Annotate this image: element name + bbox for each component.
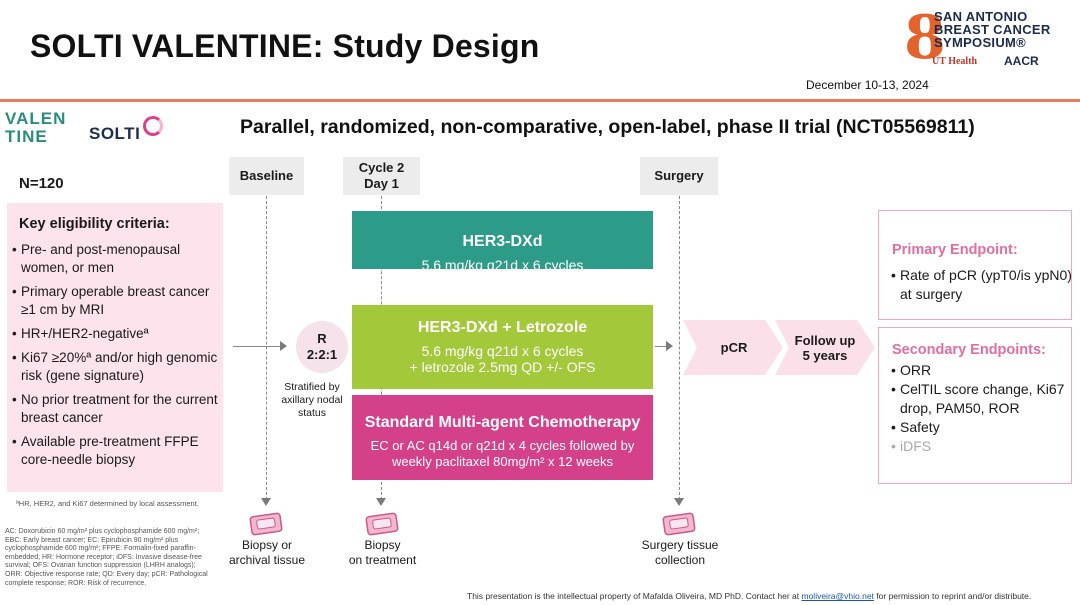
eligibility-item: Primary operable breast cancer ≥1 cm by … <box>12 283 219 319</box>
eligibility-footnote: ªHR, HER2, and Ki67 determined by local … <box>16 499 199 508</box>
eligibility-box: Key eligibility criteria: Pre- and post-… <box>7 203 223 492</box>
sample-size: N=120 <box>19 175 64 192</box>
solti-logo: SOLTI <box>89 124 141 143</box>
disclaimer-text: This presentation is the intellectual pr… <box>467 591 802 601</box>
arm-her3dxd-letrozole: HER3-DXd + Letrozole 5.6 mg/kg q21d x 6 … <box>352 305 653 389</box>
primary-endpoint-heading: Primary Endpoint: <box>892 242 1018 258</box>
arrow-line <box>655 346 667 347</box>
arm-regimen-line1: EC or AC q14d or q21d x 4 cycles followe… <box>370 438 635 453</box>
header-divider <box>0 99 1080 102</box>
baseline-sample-line2: archival tissue <box>228 553 306 567</box>
eligibility-item: Ki67 ≥20%ª and/or high genomic risk (gen… <box>12 349 219 385</box>
eligibility-heading: Key eligibility criteria: <box>19 216 170 232</box>
arm-regimen-line2: + letrozole 2.5mg QD +/- OFS <box>409 359 596 375</box>
tissue-sample-icon <box>249 512 283 536</box>
timepoint-baseline: Baseline <box>229 157 304 195</box>
arrow-down-icon <box>376 498 386 506</box>
sabcs-line3: SYMPOSIUM® <box>934 35 1027 50</box>
tissue-sample-icon <box>365 512 399 536</box>
secondary-endpoints-box: Secondary Endpoints: ORR CelTIL score ch… <box>878 327 1072 484</box>
arrow-down-icon <box>261 498 271 506</box>
arm-her3dxd: HER3-DXd 5.6 mg/kg q21d x 6 cycles <box>352 211 653 273</box>
arm-regimen: EC or AC q14d or q21d x 4 cycles followe… <box>352 438 653 469</box>
solti-ring-icon <box>143 116 163 136</box>
conference-dates: December 10-13, 2024 <box>806 78 929 92</box>
timepoint-cycle2-line2: Day 1 <box>364 176 399 191</box>
followup-chevron: Follow up 5 years <box>775 320 875 375</box>
disclaimer-text-end: for permission to reprint and/or distrib… <box>873 591 1032 601</box>
randomization-circle: R 2:2:1 <box>296 321 348 373</box>
arrow-right-icon <box>666 341 673 351</box>
endpoint-item: ORR <box>891 361 1072 380</box>
treatment-sample-line2: on treatment <box>348 553 417 567</box>
arm-name: HER3-DXd <box>462 233 543 250</box>
baseline-sample-line1: Biopsy or <box>241 538 293 552</box>
tissue-sample-icon <box>662 512 696 536</box>
pcr-chevron: pCR <box>683 320 783 375</box>
timepoint-surgery: Surgery <box>640 157 718 195</box>
endpoint-item: Safety <box>891 418 1072 437</box>
disclaimer: This presentation is the intellectual pr… <box>467 591 1031 601</box>
arm-chemotherapy: Standard Multi-agent Chemotherapy EC or … <box>352 395 653 480</box>
arm-regimen-line2: weekly paclitaxel 80mg/m² x 12 weeks <box>391 453 614 469</box>
followup-line1: Follow up <box>794 332 856 348</box>
surgery-timeline <box>679 196 680 500</box>
arrow-down-icon <box>674 498 684 506</box>
secondary-endpoints-list: ORR CelTIL score change, Ki67 drop, PAM5… <box>888 361 1072 456</box>
randomization-ratio: 2:2:1 <box>306 347 338 362</box>
treatment-sample-label: Biopsy on treatment <box>340 538 425 568</box>
secondary-endpoints-heading: Secondary Endpoints: <box>892 342 1046 358</box>
eligibility-item: No prior treatment for the current breas… <box>12 391 219 427</box>
surgery-sample-line2: collection <box>654 553 706 567</box>
surgery-sample-label: Surgery tissue collection <box>630 538 730 568</box>
endpoint-item: CelTIL score change, Ki67 drop, PAM50, R… <box>891 380 1072 418</box>
pcr-label: pCR <box>720 340 748 355</box>
surgery-sample-line1: Surgery tissue <box>641 538 719 552</box>
followup-line2: 5 years <box>802 347 848 363</box>
eligibility-item: Pre- and post-menopausal women, or men <box>12 241 219 277</box>
endpoint-item: Rate of pCR (ypT0/is ypN0) at surgery <box>891 266 1072 304</box>
ut-health-logo: UT Health <box>932 56 978 67</box>
sabcs-line1: SAN ANTONIO <box>934 9 1028 24</box>
eligibility-list: Pre- and post-menopausal women, or men P… <box>9 241 219 475</box>
timepoint-cycle2: Cycle 2 Day 1 <box>343 157 420 195</box>
baseline-timeline <box>266 196 267 500</box>
arrow-line <box>233 346 281 347</box>
sabcs-line2: BREAST CANCER <box>934 22 1051 37</box>
timepoint-cycle2-line1: Cycle 2 <box>358 160 405 175</box>
sabcs-logo: 8 SAN ANTONIO BREAST CANCER SYMPOSIUM® U… <box>904 8 1059 70</box>
slide-title: SOLTI VALENTINE: Study Design <box>30 28 540 64</box>
aacr-logo: AACR <box>1004 54 1039 68</box>
randomization-label: R <box>317 331 327 346</box>
arm-name: HER3-DXd + Letrozole <box>417 319 588 336</box>
endpoint-item: iDFS <box>891 437 1072 456</box>
valentine-logo-line2: TINE <box>5 127 48 146</box>
arm-regimen-line1: 5.6 mg/kg q21d x 6 cycles <box>421 343 584 359</box>
arm-regimen: 5.6 mg/kg q21d x 6 cycles <box>421 257 584 273</box>
arm-regimen: 5.6 mg/kg q21d x 6 cycles + letrozole 2.… <box>352 343 653 375</box>
arrow-right-icon <box>280 341 287 351</box>
abbreviations: AC: Doxorubicin 60 mg/m² plus cyclophosp… <box>5 528 208 587</box>
stratification-note: Stratified by axillary nodal status <box>281 381 343 419</box>
primary-endpoint-box: Primary Endpoint: Rate of pCR (ypT0/is y… <box>878 210 1072 320</box>
valentine-logo-line1: VALEN <box>5 109 67 128</box>
contact-email-link[interactable]: moliveira@vhio.net <box>801 591 874 601</box>
treatment-sample-line1: Biopsy <box>364 538 401 552</box>
trial-subtitle: Parallel, randomized, non-comparative, o… <box>240 116 975 138</box>
primary-endpoint-list: Rate of pCR (ypT0/is ypN0) at surgery <box>888 266 1072 304</box>
eligibility-item: HR+/HER2-negativeª <box>12 325 219 343</box>
baseline-sample-label: Biopsy or archival tissue <box>222 538 312 568</box>
eligibility-item: Available pre-treatment FFPE core-needle… <box>12 433 219 469</box>
valentine-logo: VALEN TINE <box>5 110 80 148</box>
arm-name: Standard Multi-agent Chemotherapy <box>364 414 641 431</box>
